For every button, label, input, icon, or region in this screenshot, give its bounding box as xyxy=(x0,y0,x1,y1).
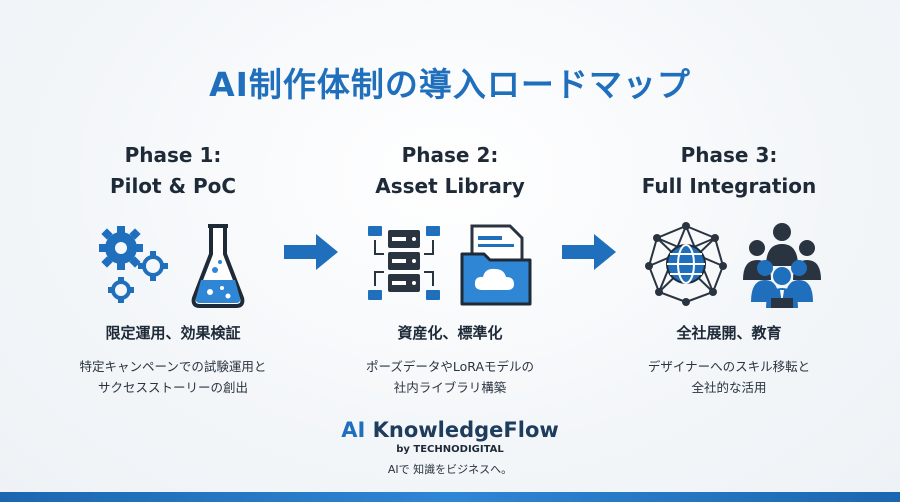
phase-3-desc-line-2: 全社的な活用 xyxy=(691,380,767,395)
phase-2-desc-line-1: ポーズデータやLoRAモデルの xyxy=(366,359,534,374)
server-icon xyxy=(368,226,440,300)
phase-1-desc-line-2: サクセスストーリーの創出 xyxy=(97,380,248,395)
gears-icon xyxy=(99,226,168,303)
network-globe-icon xyxy=(645,222,727,306)
phase-2-number: Phase 2: xyxy=(401,143,499,167)
flask-icon xyxy=(191,224,245,308)
team-icon xyxy=(743,223,821,308)
phase-2-heading: 資産化、標準化 xyxy=(397,324,503,342)
phase-2: Phase 2: Asset Library xyxy=(330,140,570,398)
brand-name-prefix: AI xyxy=(341,418,366,442)
phase-1-name: Pilot & PoC xyxy=(109,174,237,198)
phase-2-icons xyxy=(330,218,570,310)
phase-3-description: デザイナーへのスキル移転と 全社的な活用 xyxy=(609,356,849,398)
phase-2-name: Asset Library xyxy=(375,174,525,198)
phase-3-desc-line-1: デザイナーへのスキル移転と xyxy=(647,359,811,374)
brand-block: AI KnowledgeFlow by TECHNODIGITAL AIで 知識… xyxy=(0,418,900,477)
page-title: AI制作体制の導入ロードマップ xyxy=(209,65,691,104)
brand-name: AI KnowledgeFlow xyxy=(0,418,900,442)
brand-name-rest: KnowledgeFlow xyxy=(365,418,559,442)
phase-1-icons xyxy=(53,218,293,310)
phase-3-number: Phase 3: xyxy=(680,143,778,167)
phase-3: Phase 3: Full Integration xyxy=(609,140,849,398)
phase-3-title: Phase 3: Full Integration xyxy=(609,140,849,202)
brand-byline: by TECHNODIGITAL xyxy=(396,444,504,455)
phase-3-heading: 全社展開、教育 xyxy=(676,324,782,342)
phase-3-icons xyxy=(609,218,849,310)
phase-1-description: 特定キャンペーンでの試験運用と サクセスストーリーの創出 xyxy=(53,356,293,398)
phase-3-name: Full Integration xyxy=(641,174,817,198)
phase-1-desc-line-1: 特定キャンペーンでの試験運用と xyxy=(79,359,267,374)
phase-2-desc-line-2: 社内ライブラリ構築 xyxy=(393,380,507,395)
bottom-accent-bar xyxy=(0,492,900,502)
phase-1: Phase 1: Pilot & PoC xyxy=(53,140,293,398)
phase-1-title: Phase 1: Pilot & PoC xyxy=(53,140,293,202)
phase-2-description: ポーズデータやLoRAモデルの 社内ライブラリ構築 xyxy=(330,356,570,398)
brand-tagline: AIで 知識をビジネスへ。 xyxy=(387,463,513,476)
phase-1-heading: 限定運用、効果検証 xyxy=(105,324,241,342)
arrow-right-icon xyxy=(562,234,616,270)
phase-1-number: Phase 1: xyxy=(124,143,222,167)
phase-2-title: Phase 2: Asset Library xyxy=(330,140,570,202)
cloud-folder-icon xyxy=(460,224,532,306)
arrow-right-icon xyxy=(284,234,338,270)
